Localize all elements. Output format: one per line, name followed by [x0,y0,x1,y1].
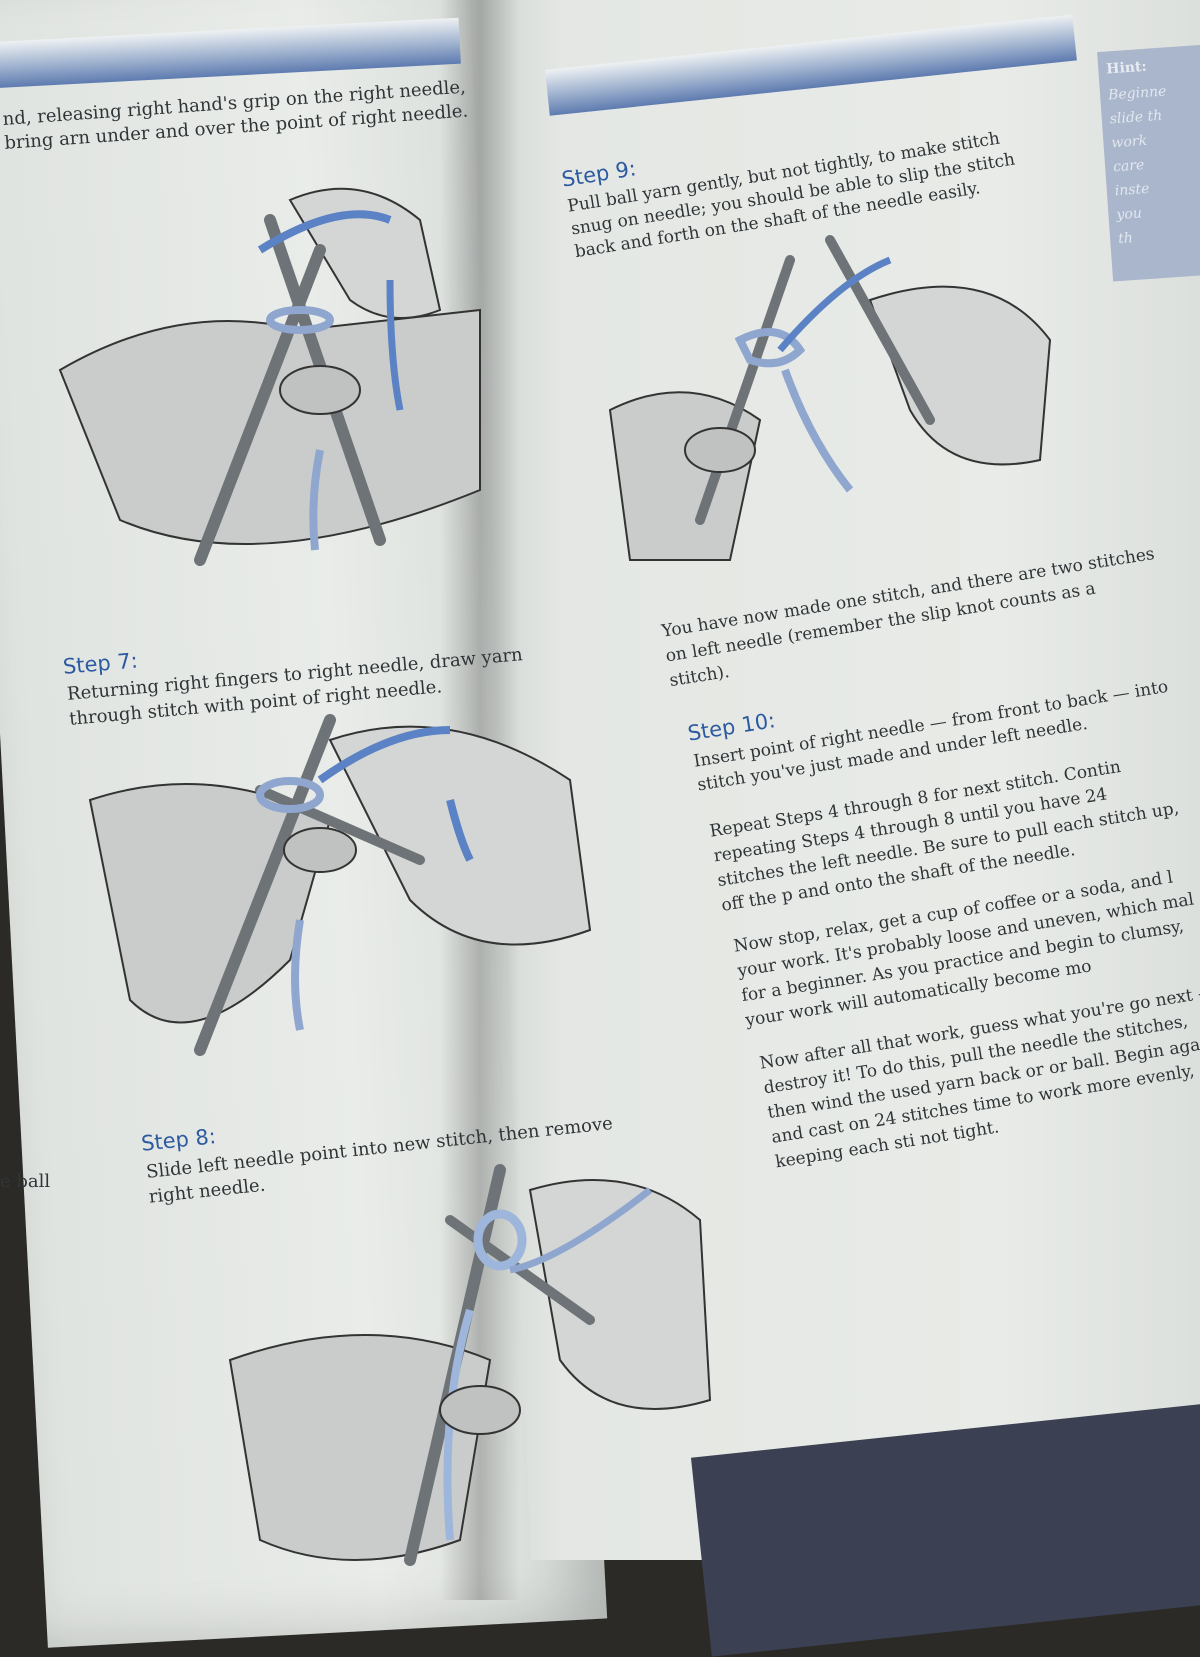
hint-title: Hint: [1105,58,1148,78]
step7-illustration [88,714,592,1056]
step8-illustration [228,1164,712,1566]
step9-illustration [608,235,1052,561]
hint-box: Hint: Beginne slide th work care inste y… [1097,44,1200,282]
margin-fragment-text: e ball [0,1171,51,1192]
hint-text: Beginne slide th work care inste you th [1107,83,1167,248]
step6-illustration [58,187,481,566]
